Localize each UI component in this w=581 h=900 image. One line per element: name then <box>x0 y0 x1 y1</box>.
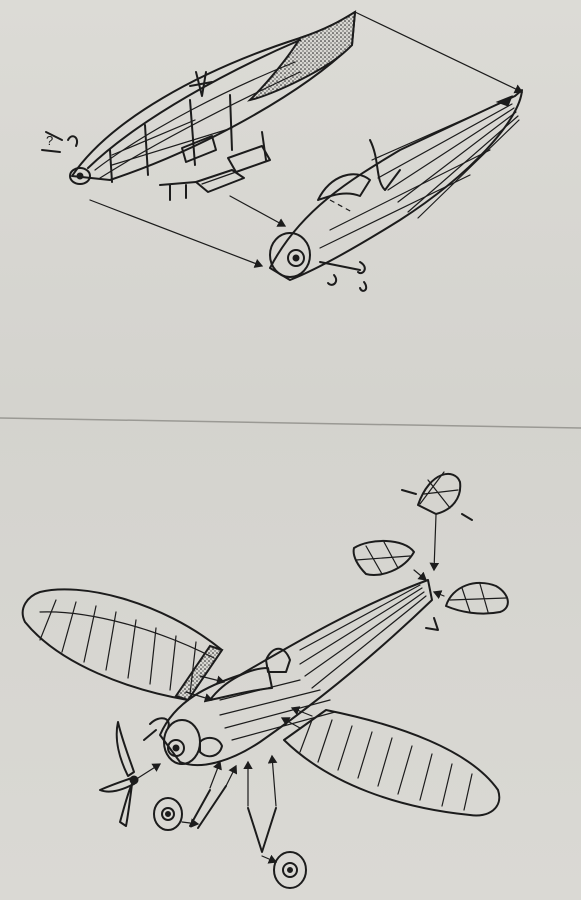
vertical-fin <box>401 471 473 572</box>
top-dimension-arrows <box>89 11 524 268</box>
left-stabilizer <box>352 539 427 581</box>
svg-text:?: ? <box>46 133 53 148</box>
left-landing-gear <box>153 760 238 831</box>
right-landing-gear <box>243 754 307 889</box>
assembled-fuselage <box>143 579 433 766</box>
propeller <box>99 721 162 827</box>
right-stabilizer <box>425 581 509 631</box>
right-fuselage-half <box>269 89 523 292</box>
right-wing <box>283 709 501 817</box>
fold-line <box>0 417 581 429</box>
wing-attachment-arrows <box>185 675 313 729</box>
left-fuselage-half: ? <box>41 10 357 201</box>
left-wing <box>21 588 224 702</box>
fuselage-interior-exploded-view: ? <box>41 10 524 292</box>
airplane-assembly-exploded-view <box>21 471 509 889</box>
